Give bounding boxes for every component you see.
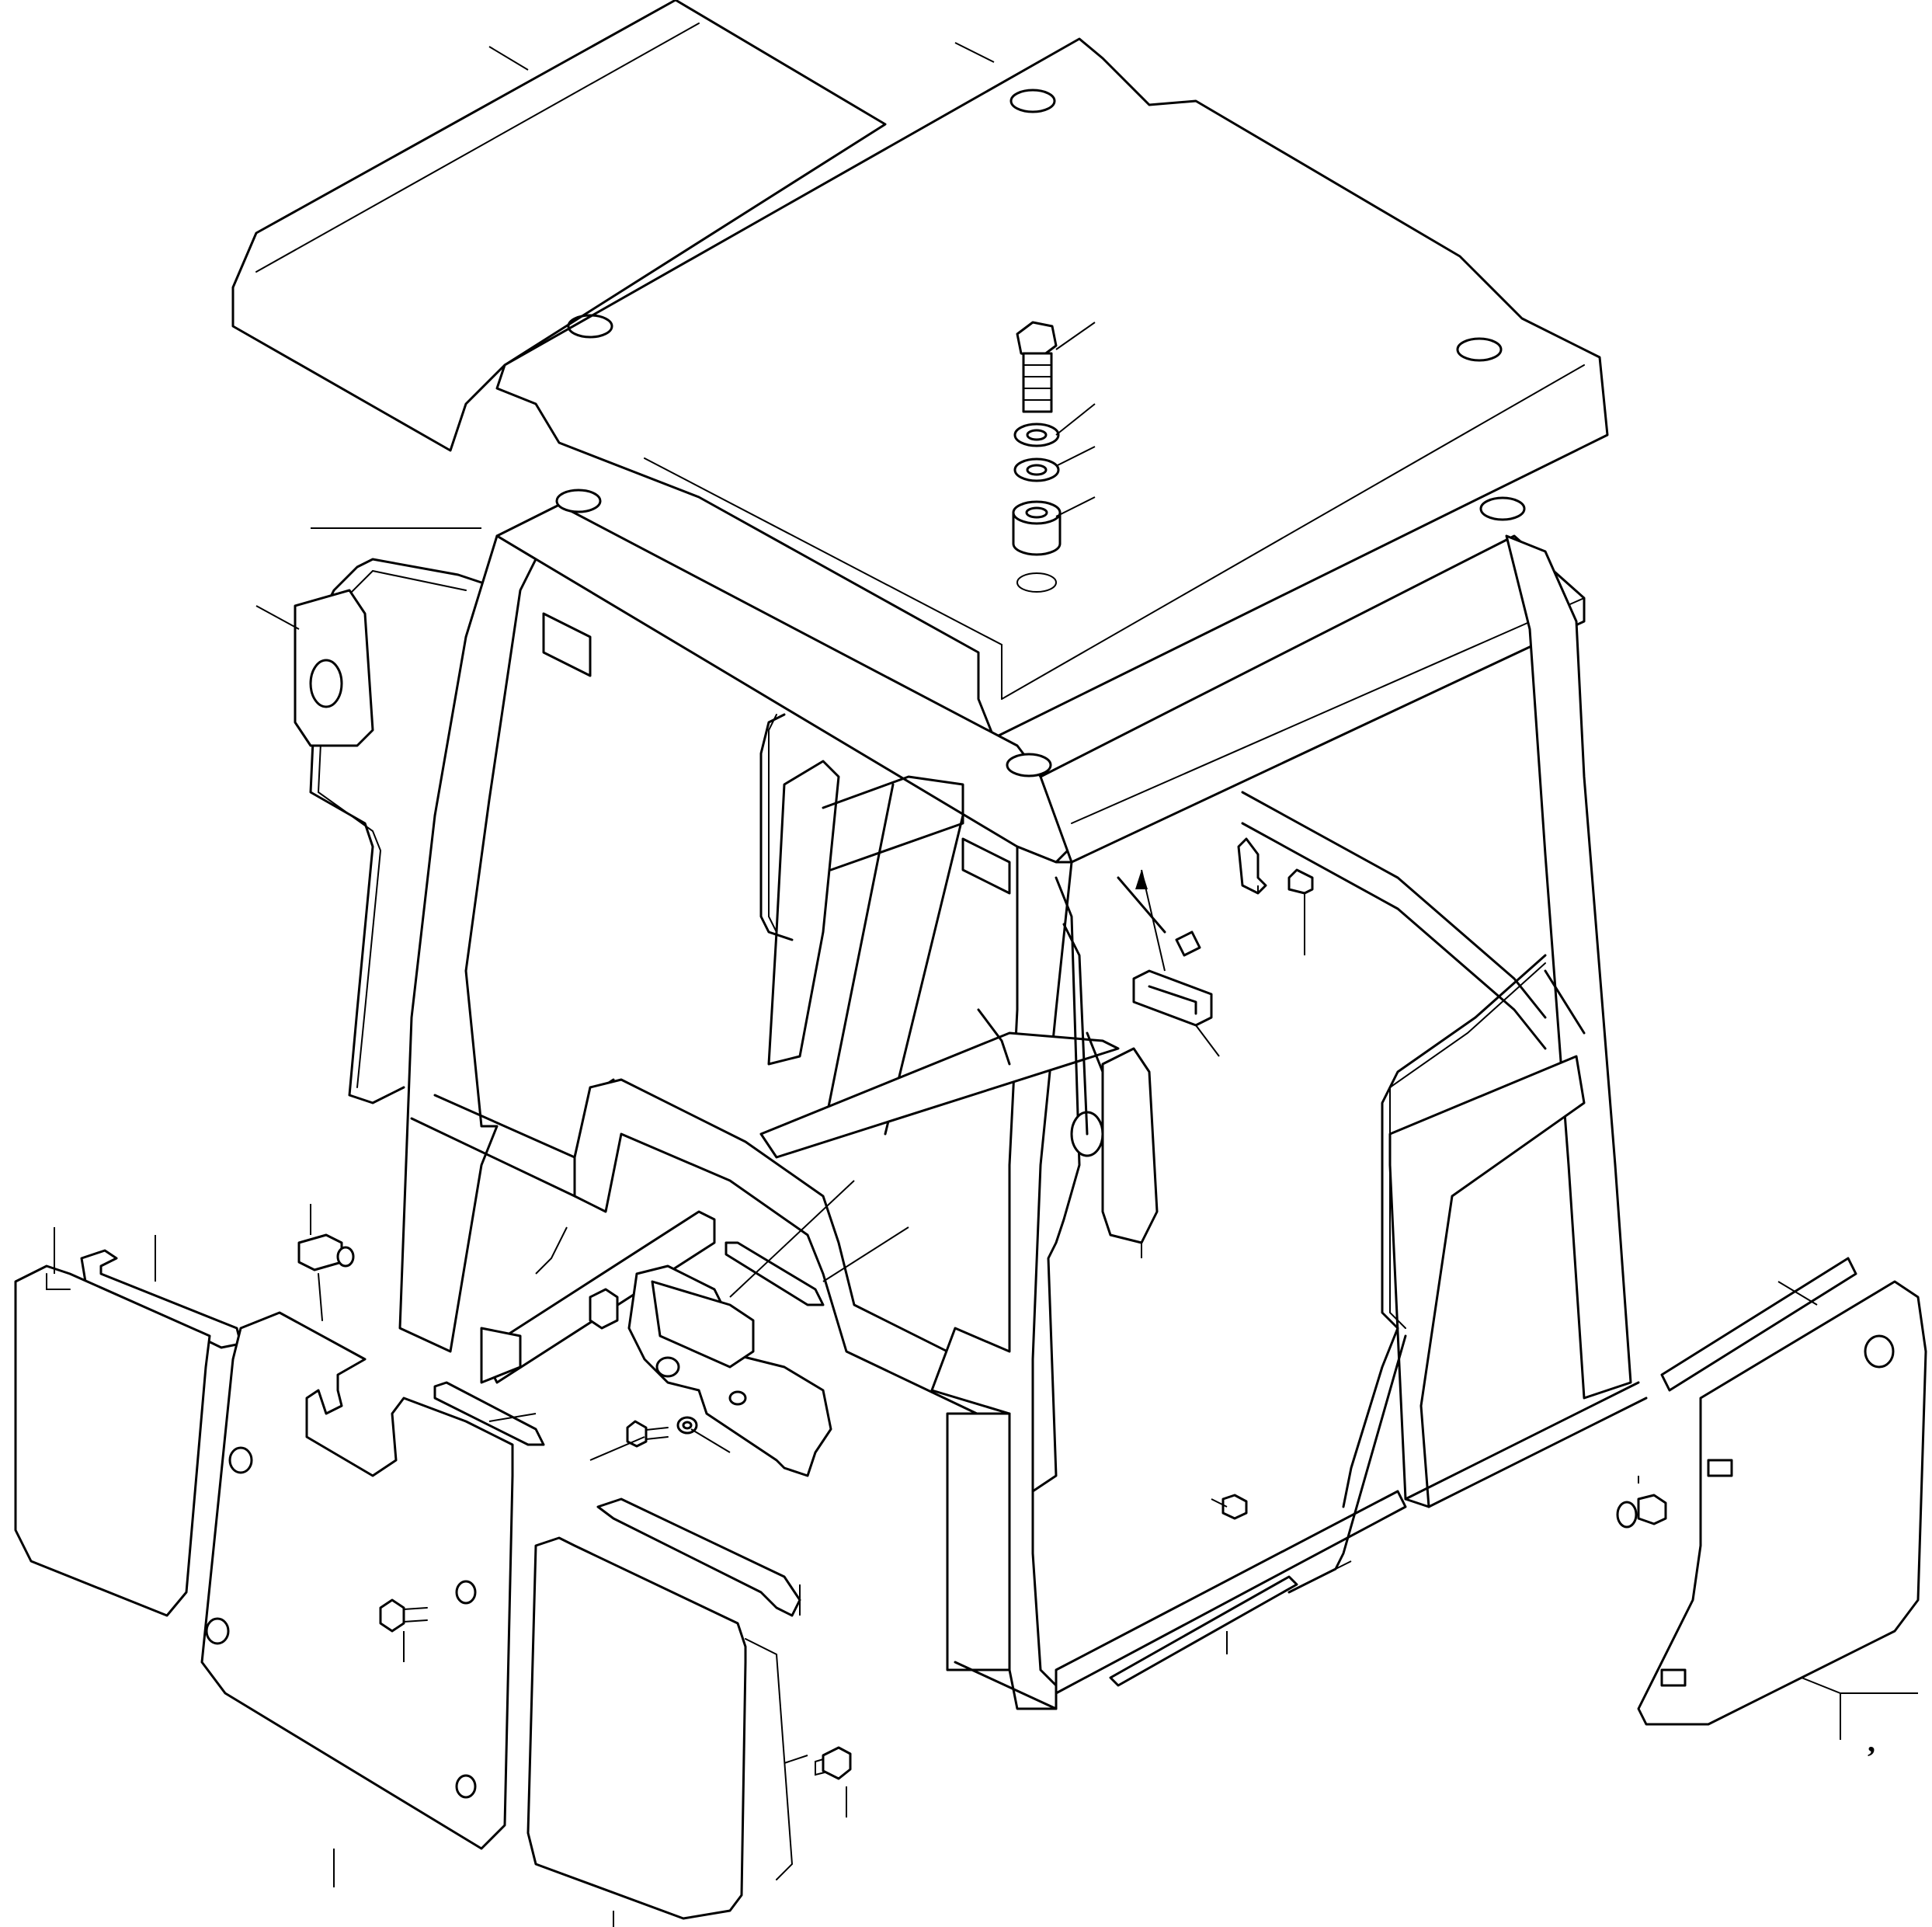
roof-washer-1 — [1013, 423, 1060, 447]
wiper-bolt — [626, 1416, 698, 1448]
latch-catch — [1132, 969, 1213, 1027]
rear-trim-strip — [1660, 1257, 1857, 1392]
pin — [1175, 930, 1201, 957]
callout-leaders — [54, 42, 1918, 1927]
window-seal-rear — [759, 713, 794, 941]
seal-strip-center — [433, 1381, 545, 1446]
rear-panel-right — [1637, 1280, 1927, 1726]
seal-strip-diagonal — [724, 1241, 825, 1306]
stud-bolt — [815, 1746, 852, 1780]
floor-nut — [1221, 1494, 1248, 1520]
wiper-motor-assembly — [627, 1264, 832, 1477]
hinge-clip — [1237, 837, 1267, 895]
panel-bolt — [379, 1598, 428, 1633]
callout-mark: , — [1868, 1724, 1875, 1758]
wiper-connector — [589, 1288, 619, 1330]
roof-spacer — [1012, 500, 1062, 556]
door-seal-right — [1031, 876, 1547, 1594]
cab-frame — [398, 489, 1648, 1710]
mirror-bracket-left — [294, 589, 374, 747]
roof-washer-2 — [1013, 457, 1060, 482]
arrow-head — [1135, 870, 1148, 889]
seal-strip-bottom-front — [596, 1497, 801, 1617]
corner-panel-front — [526, 1536, 794, 1920]
roof-hole — [1016, 572, 1057, 593]
corner-panel-left — [14, 1264, 211, 1617]
mirror-bracket-right — [1062, 923, 1159, 1244]
latch-switch — [297, 1233, 355, 1321]
floor-seal-strip-right — [1109, 1575, 1298, 1687]
roof-mounting-bolt — [1016, 321, 1058, 413]
front-panel — [200, 1311, 514, 1850]
rear-panel-bolt — [1616, 1494, 1667, 1529]
frame-bolt — [1287, 868, 1314, 895]
